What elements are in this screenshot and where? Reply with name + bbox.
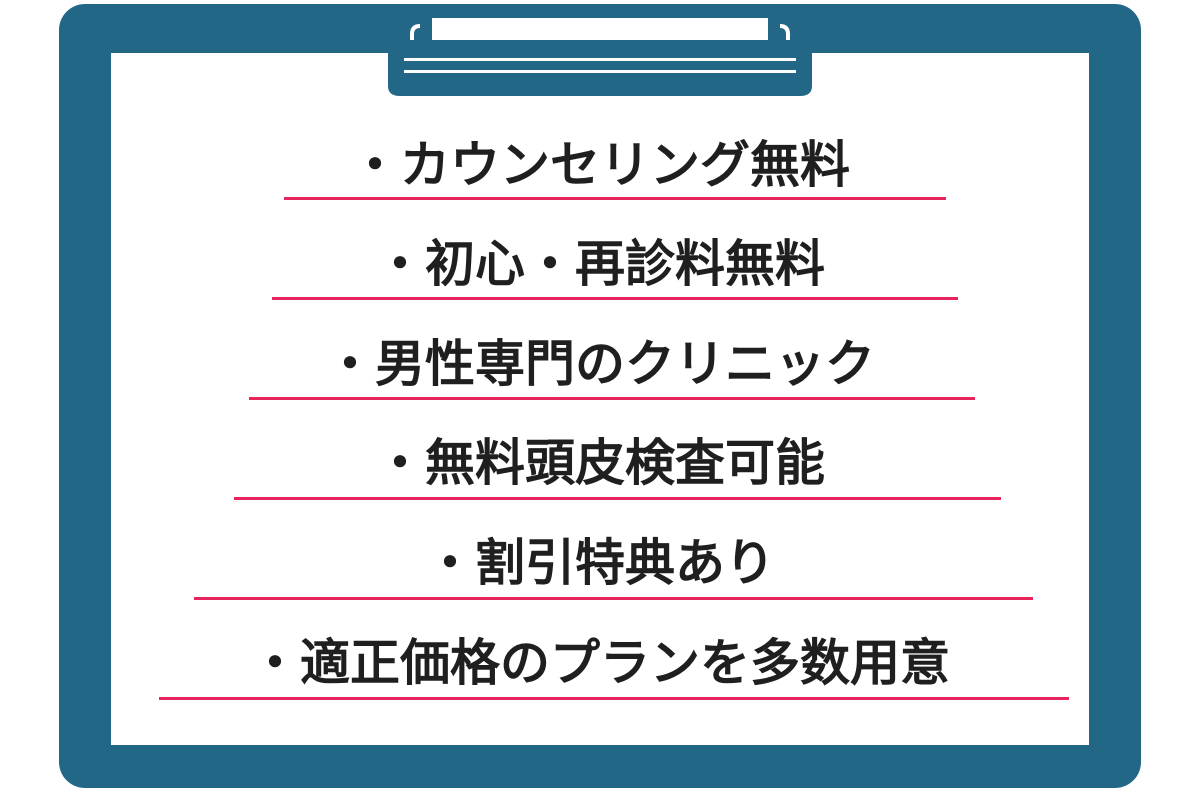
list-item-underline xyxy=(159,697,1069,700)
list-item-underline xyxy=(249,397,975,400)
list-item-underline xyxy=(234,497,1001,500)
list-item-text: ・初心・再診料無料 xyxy=(375,235,825,293)
list-item-text: ・割引特典あり xyxy=(425,534,775,592)
list-item-text: ・無料頭皮検査可能 xyxy=(375,434,825,492)
list-item-text: ・カウンセリング無料 xyxy=(350,136,850,194)
list-item-underline xyxy=(194,597,1033,600)
list-item-underline xyxy=(284,197,946,200)
list-item-underline xyxy=(272,297,958,300)
list-item-text: ・男性専門のクリニック xyxy=(325,335,875,393)
list-item-text: ・適正価格のプランを多数用意 xyxy=(250,634,950,692)
